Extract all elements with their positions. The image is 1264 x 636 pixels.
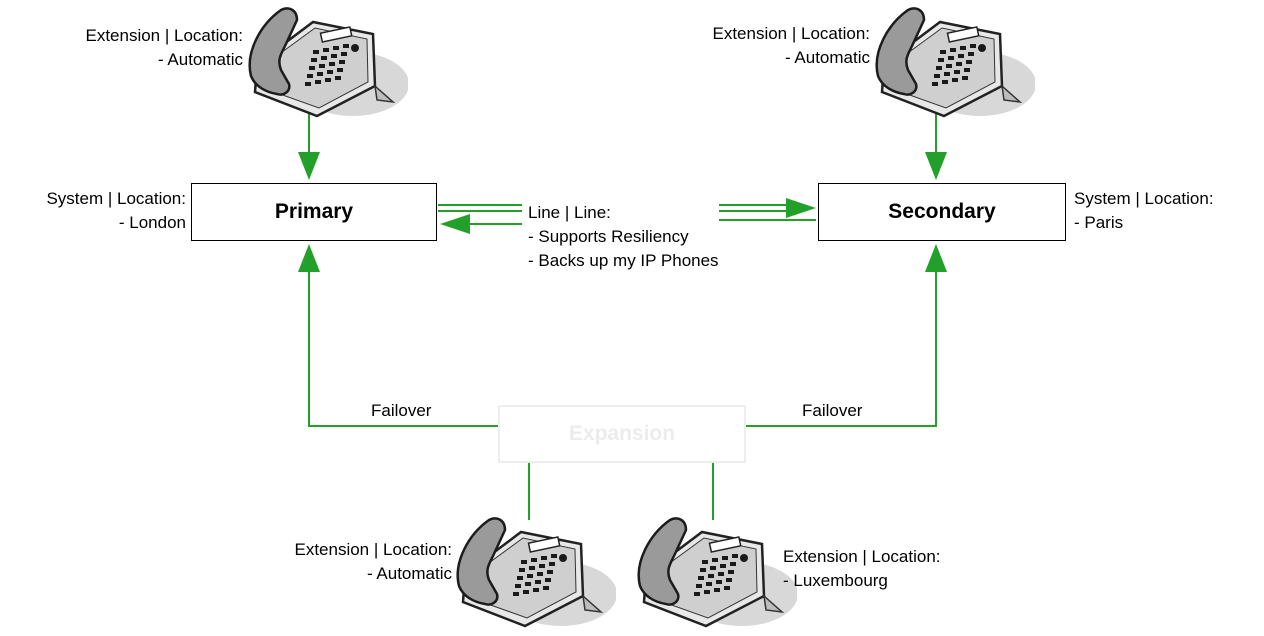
secondary-location-label-line: - Paris <box>1074 213 1124 232</box>
primary-node[interactable]: Primary <box>191 183 437 241</box>
phone-bottom-left-label: Extension | Location: - Automatic <box>294 538 452 586</box>
expansion-node: Expansion <box>498 405 746 463</box>
connector-failover-to-secondary <box>712 244 947 520</box>
phone-bottom-right-label-line: Extension | Location: <box>783 547 941 566</box>
desk-phone-bottom-left[interactable] <box>451 514 616 634</box>
connector-phone-to-primary <box>298 113 320 180</box>
phone-bottom-left-label-line: - Automatic <box>366 564 452 583</box>
failover-right-label: Failover <box>802 400 863 422</box>
line-label-line: - Backs up my IP Phones <box>528 251 719 270</box>
primary-location-label-line: - London <box>118 213 186 232</box>
connector-failover-to-primary <box>298 244 530 520</box>
primary-location-label-line: System | Location: <box>46 189 186 208</box>
phone-bottom-left-label-line: Extension | Location: <box>294 540 452 559</box>
secondary-node[interactable]: Secondary <box>818 183 1066 241</box>
failover-left-label: Failover <box>371 400 432 422</box>
secondary-location-label: System | Location: - Paris <box>1074 187 1214 235</box>
desk-phone-top-left[interactable] <box>243 4 408 124</box>
desk-phone-icon <box>875 7 1035 118</box>
line-label: Line | Line: - Supports Resiliency - Bac… <box>528 201 719 273</box>
desk-phone-icon <box>248 7 408 118</box>
phone-top-right-label-line: Extension | Location: <box>712 24 870 43</box>
phone-top-left-label-line: - Automatic <box>157 50 243 69</box>
desk-phone-top-right[interactable] <box>870 4 1035 124</box>
phone-top-left-label: Extension | Location: - Automatic <box>85 24 243 72</box>
phone-top-right-label: Extension | Location: - Automatic <box>712 22 870 70</box>
primary-location-label: System | Location: - London <box>46 187 186 235</box>
desk-phone-icon <box>456 517 616 628</box>
connector-phone-to-secondary <box>925 113 947 180</box>
desk-phone-bottom-right[interactable] <box>632 514 797 634</box>
phone-bottom-right-label: Extension | Location: - Luxembourg <box>783 545 941 593</box>
phone-top-left-label-line: Extension | Location: <box>85 26 243 45</box>
phone-bottom-right-label-line: - Luxembourg <box>783 571 888 590</box>
secondary-location-label-line: System | Location: <box>1074 189 1214 208</box>
phone-top-right-label-line: - Automatic <box>784 48 870 67</box>
line-label-line: - Supports Resiliency <box>528 227 689 246</box>
desk-phone-icon <box>637 517 797 628</box>
line-label-line: Line | Line: <box>528 203 611 222</box>
